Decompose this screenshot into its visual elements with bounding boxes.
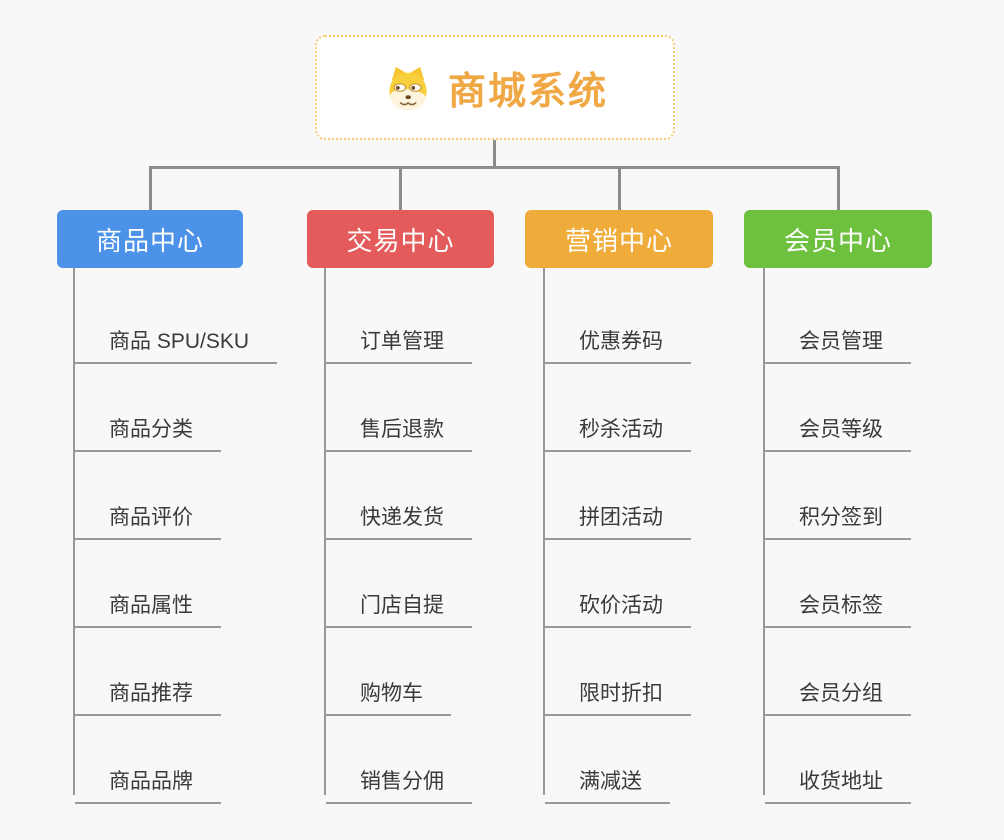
child-node[interactable]: 优惠券码 [545,319,691,364]
child-node[interactable]: 拼团活动 [545,495,691,540]
child-node[interactable]: 门店自提 [326,583,472,628]
child-node[interactable]: 商品属性 [75,583,221,628]
child-node[interactable]: 会员管理 [765,319,911,364]
connector-bus [149,166,840,169]
branch-node-goods[interactable]: 商品中心 [57,210,243,268]
child-node[interactable]: 积分签到 [765,495,911,540]
branch-node-member[interactable]: 会员中心 [744,210,932,268]
root-node[interactable]: 商城系统 [315,35,675,140]
root-node-label: 商城系统 [447,71,608,113]
child-node[interactable]: 商品推荐 [75,671,221,716]
child-node[interactable]: 秒杀活动 [545,407,691,452]
child-node[interactable]: 会员标签 [765,583,911,628]
child-node[interactable]: 购物车 [326,671,451,716]
child-node[interactable]: 满减送 [545,759,670,804]
branch-node-marketing[interactable]: 营销中心 [525,210,713,268]
child-node[interactable]: 销售分佣 [326,759,472,804]
connector-drop-marketing [618,168,621,210]
child-node[interactable]: 会员等级 [765,407,911,452]
connector-root-stub [493,140,496,168]
child-node[interactable]: 商品分类 [75,407,221,452]
child-node[interactable]: 会员分组 [765,671,911,716]
branch-node-trade[interactable]: 交易中心 [307,210,494,268]
child-node[interactable]: 快递发货 [326,495,472,540]
connector-drop-member [837,168,840,210]
doge-icon [389,66,427,110]
branch-children-goods: 商品 SPU/SKU 商品分类 商品评价 商品属性 商品推荐 商品品牌 [73,268,278,804]
branch-children-marketing: 优惠券码 秒杀活动 拼团活动 砍价活动 限时折扣 满减送 [543,268,745,804]
branch-children-trade: 订单管理 售后退款 快递发货 门店自提 购物车 销售分佣 [324,268,526,804]
connector-drop-trade [399,168,402,210]
child-node[interactable]: 订单管理 [326,319,472,364]
child-node[interactable]: 商品 SPU/SKU [75,319,278,364]
child-node[interactable]: 商品品牌 [75,759,221,804]
child-node[interactable]: 售后退款 [326,407,472,452]
child-node[interactable]: 商品评价 [75,495,221,540]
child-node[interactable]: 砍价活动 [545,583,691,628]
child-node[interactable]: 收货地址 [765,759,911,804]
branch-children-member: 会员管理 会员等级 积分签到 会员标签 会员分组 收货地址 [763,268,965,804]
connector-drop-goods [149,168,152,210]
child-node[interactable]: 限时折扣 [545,671,691,716]
